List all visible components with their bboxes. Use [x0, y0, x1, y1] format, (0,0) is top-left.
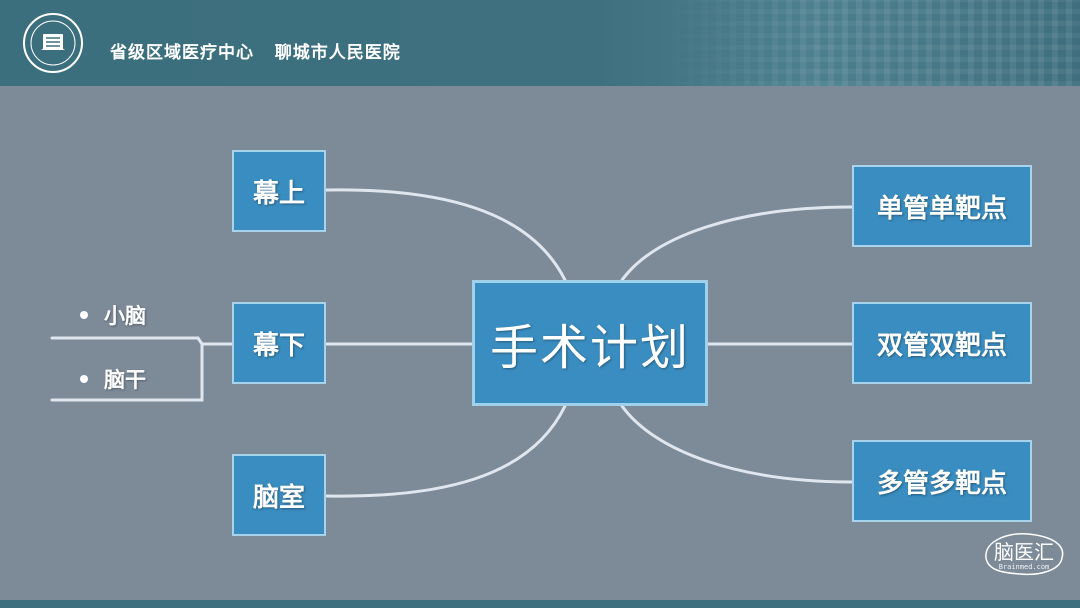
bullet-icon	[80, 375, 88, 383]
connector-top-right	[620, 205, 854, 282]
connector-sub-branch	[50, 342, 234, 402]
node-multi-tube-multi-target: 多管多靶点	[852, 440, 1032, 522]
node-single-tube-single-target: 单管单靶点	[852, 165, 1032, 247]
connector-top-left	[324, 188, 567, 282]
sub-item-brainstem: 脑干	[80, 364, 146, 394]
brainmed-watermark: 脑医汇 Brainmed.com	[980, 528, 1068, 580]
header-bar: 省级区域医疗中心 聊城市人民医院	[0, 0, 1080, 86]
sub-item-cerebellum: 小脑	[80, 300, 146, 330]
node-double-tube-double-target: 双管双靶点	[852, 302, 1032, 384]
sub-item-label: 小脑	[104, 304, 146, 328]
node-infratentorial: 幕下	[232, 302, 326, 384]
bullet-icon	[80, 311, 88, 319]
watermark-text: 脑医汇	[994, 540, 1054, 564]
hospital-seal-logo	[23, 13, 83, 73]
node-supratentorial: 幕上	[232, 150, 326, 232]
sub-item-label: 脑干	[104, 368, 146, 392]
connector-bottom-left	[324, 404, 567, 498]
connector-bottom-right	[620, 404, 854, 484]
hospital-title: 省级区域医疗中心 聊城市人民医院	[110, 43, 401, 63]
bottom-bar	[0, 600, 1080, 608]
node-surgery-plan: 手术计划	[472, 280, 708, 406]
node-ventricle: 脑室	[232, 454, 326, 536]
watermark-sub: Brainmed.com	[998, 563, 1050, 571]
header-pattern	[660, 0, 1080, 86]
connector-sub-top	[50, 336, 204, 346]
watermark-frame-icon	[985, 532, 1064, 576]
